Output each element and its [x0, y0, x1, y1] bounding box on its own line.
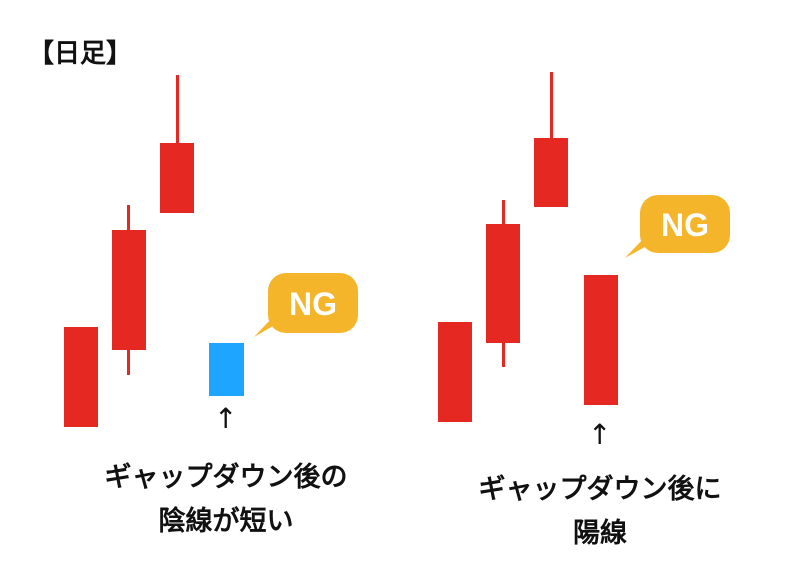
candle-bearish-short: [209, 343, 244, 396]
candle-bullish-after-gap: [584, 275, 618, 405]
candle-bullish: [534, 138, 568, 207]
candle-bullish: [160, 143, 194, 213]
left-caption: ギャップダウン後の 陰線が短い: [76, 456, 376, 544]
candle-bullish: [486, 224, 520, 343]
page-title: 【日足】: [28, 39, 133, 69]
candle-wick: [550, 72, 553, 140]
up-arrow-icon: ↑: [588, 418, 612, 451]
bubble-label: NG: [661, 207, 709, 243]
caption-line: 陰線が短い: [158, 506, 294, 537]
ng-speech-bubble: NG: [625, 195, 730, 258]
caption-line: ギャップダウン後に: [478, 474, 722, 505]
right-panel-candles: NG: [438, 72, 730, 422]
candle-bullish: [64, 327, 98, 427]
caption-line: 陽線: [573, 518, 627, 549]
left-panel-candles: NG: [64, 75, 358, 427]
candle-wick: [176, 75, 179, 145]
right-caption: ギャップダウン後に 陽線: [450, 468, 750, 556]
up-arrow-icon: ↑: [214, 402, 238, 435]
ng-speech-bubble: NG: [254, 273, 358, 337]
bubble-label: NG: [289, 286, 337, 322]
caption-line: ギャップダウン後の: [104, 462, 348, 493]
candle-bullish: [438, 322, 472, 422]
candle-bullish: [112, 230, 146, 350]
